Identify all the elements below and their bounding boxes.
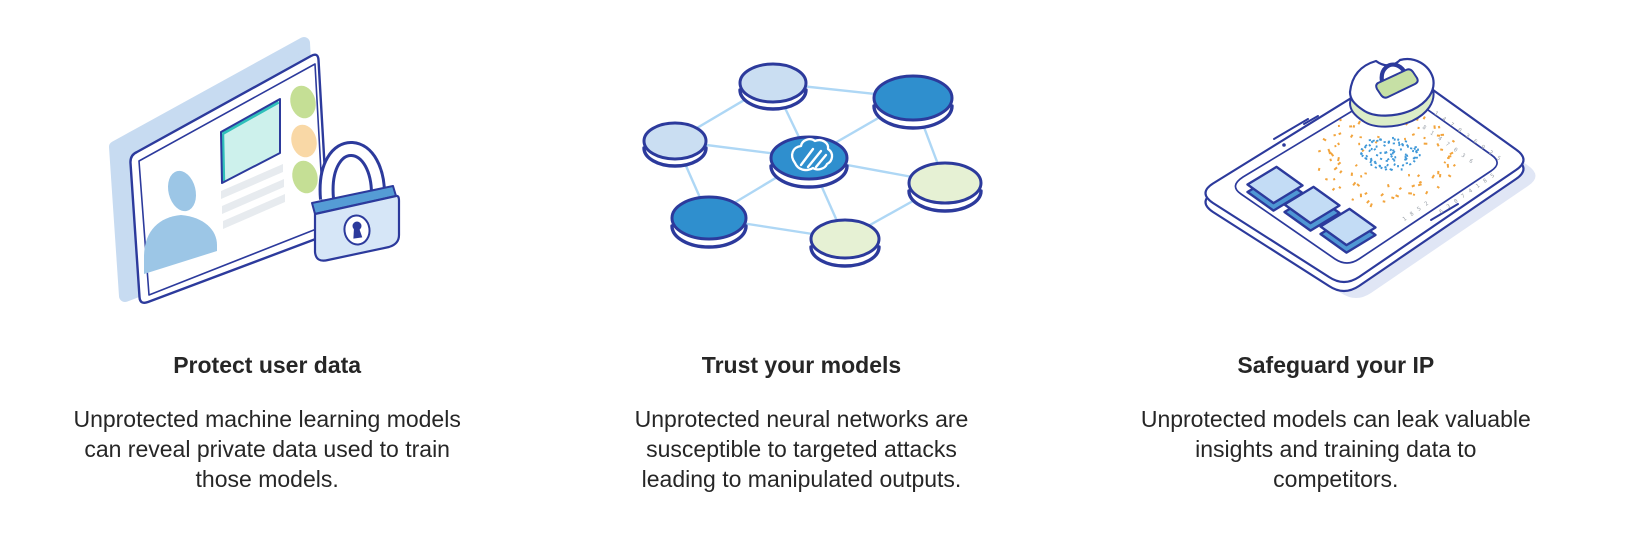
svg-text:7: 7	[1460, 193, 1466, 200]
svg-text:6: 6	[1438, 209, 1444, 216]
key-button	[1246, 165, 1304, 212]
svg-text:4: 4	[1441, 116, 1448, 123]
svg-text:9: 9	[1480, 144, 1486, 151]
svg-text:7: 7	[1448, 122, 1454, 129]
svg-text:7: 7	[1444, 141, 1450, 148]
camera-dot	[1282, 143, 1286, 147]
scatter-ring-orange	[1317, 110, 1456, 208]
svg-text:1: 1	[1433, 111, 1439, 118]
id-card-lock-art	[109, 37, 401, 305]
green-oval	[292, 160, 318, 194]
svg-text:3: 3	[1446, 203, 1452, 210]
photo-tile	[220, 98, 282, 184]
brain-icon	[791, 138, 834, 172]
neural-network-art	[642, 62, 984, 268]
feature-description: Unprotected neural networks are suscepti…	[634, 406, 969, 492]
key-buttons	[1246, 165, 1377, 254]
svg-text:5: 5	[1416, 206, 1422, 213]
feature-title: Trust your models	[701, 352, 902, 378]
svg-text:2: 2	[1424, 201, 1430, 208]
padlock-icon	[311, 141, 401, 262]
status-ovals	[290, 85, 318, 194]
svg-text:1: 1	[1475, 183, 1481, 190]
svg-text:4: 4	[1436, 136, 1443, 143]
feature-trust-your-models: Trust your models Unprotected neural net…	[534, 0, 1068, 553]
network-node-bottom	[809, 218, 882, 268]
svg-text:1: 1	[1402, 216, 1408, 223]
feature-title: Protect user data	[173, 352, 362, 378]
network-node-top	[738, 62, 809, 111]
network-node-right	[907, 161, 984, 213]
shield-lock-body	[1375, 68, 1419, 99]
feature-protect-user-data: Protect user data Unprotected machine le…	[0, 0, 534, 553]
svg-text:8: 8	[1409, 211, 1415, 218]
feature-description: Unprotected models can leak valuable ins…	[1140, 406, 1531, 492]
key-button	[1283, 185, 1341, 232]
network-node-top-right	[872, 74, 955, 130]
green-oval	[290, 85, 316, 119]
network-node-bottom-left	[670, 195, 749, 249]
svg-text:5: 5	[1490, 173, 1496, 180]
svg-text:6: 6	[1472, 139, 1478, 146]
svg-text:8: 8	[1421, 125, 1427, 132]
svg-text:5: 5	[1495, 155, 1501, 162]
user-avatar-icon	[144, 170, 218, 274]
feature-title: Safeguard your IP	[1237, 352, 1435, 378]
text-lines	[221, 164, 286, 229]
svg-text:1: 1	[1429, 130, 1435, 137]
svg-text:3: 3	[1464, 133, 1470, 140]
key-button	[1319, 207, 1377, 254]
shield-lock-icon	[1348, 57, 1435, 128]
neural-network-illustration	[601, 0, 1001, 330]
feature-description: Unprotected machine learning models can …	[73, 406, 461, 492]
orange-oval	[291, 124, 317, 158]
svg-text:8: 8	[1482, 178, 1488, 185]
scatter-cluster-blue	[1359, 136, 1421, 172]
screen-detail-dashes	[1272, 115, 1459, 221]
svg-text:0: 0	[1452, 147, 1458, 154]
svg-text:6: 6	[1468, 158, 1474, 165]
svg-text:4: 4	[1468, 188, 1475, 195]
id-card-lock-illustration	[87, 0, 447, 330]
svg-text:0: 0	[1453, 198, 1459, 205]
svg-text:3: 3	[1460, 153, 1466, 160]
svg-text:2: 2	[1487, 150, 1493, 157]
svg-text:0: 0	[1456, 127, 1462, 134]
network-node-left	[642, 121, 709, 168]
network-node-center	[769, 135, 850, 189]
